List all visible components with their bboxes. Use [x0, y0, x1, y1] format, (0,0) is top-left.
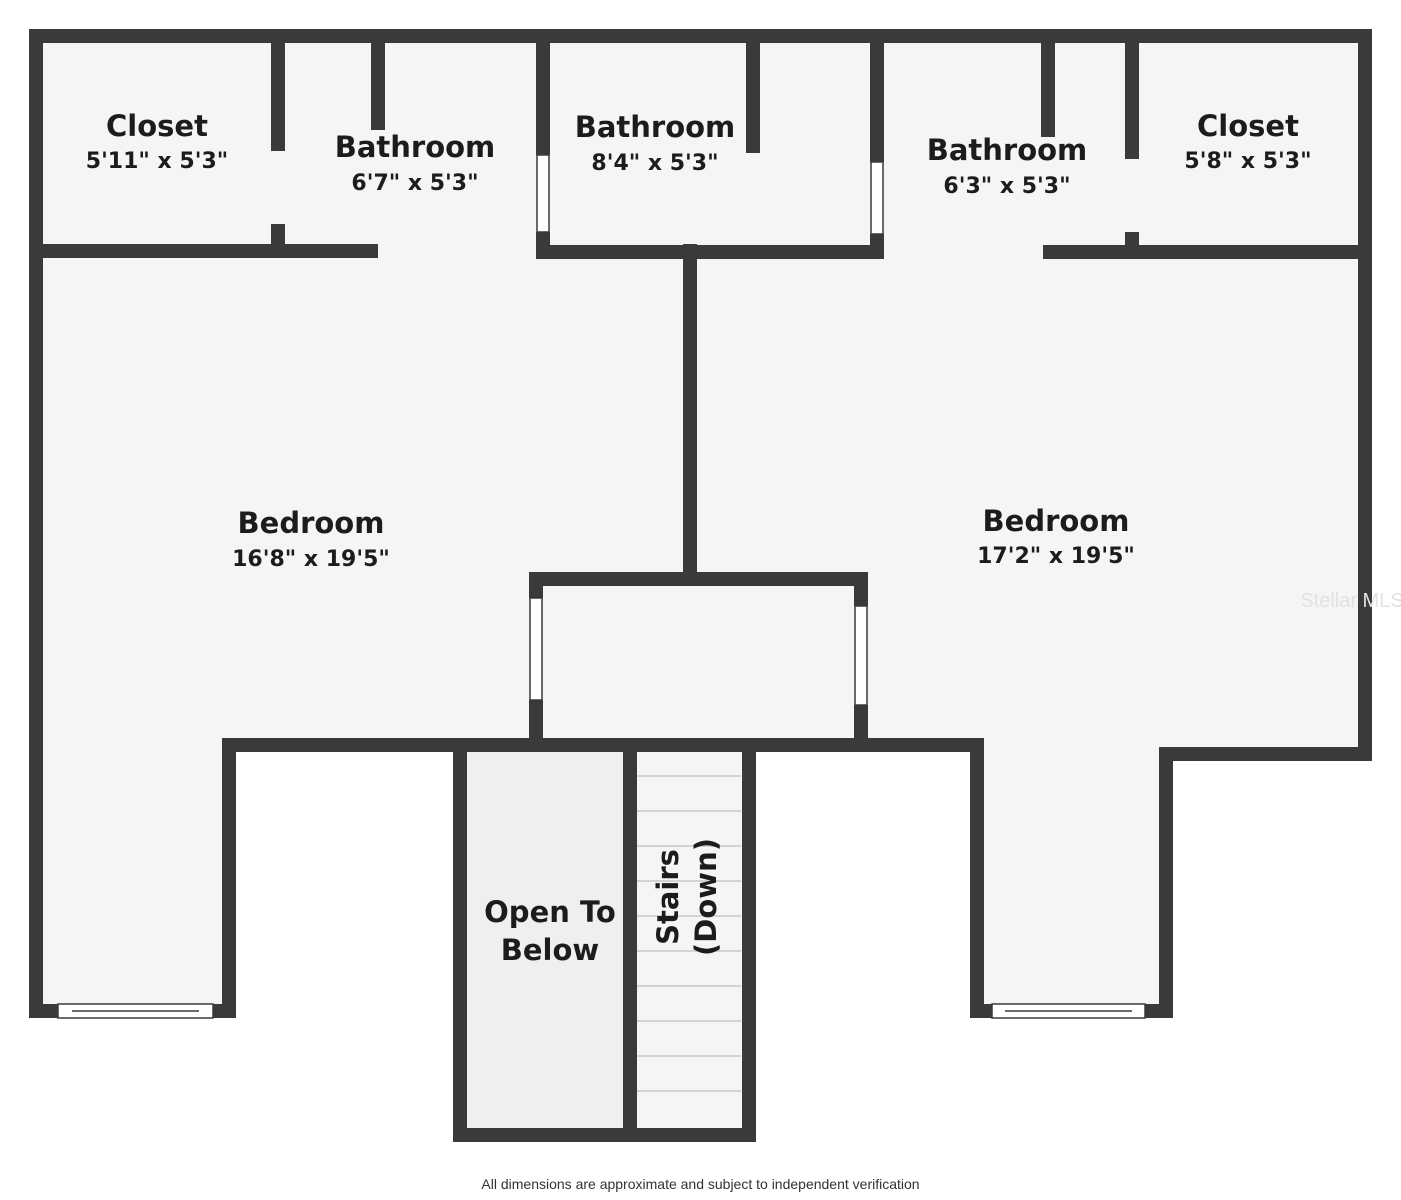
closet-right-dims: 5'8" x 5'3" — [1184, 149, 1311, 174]
open-to-below-line1: Open To — [484, 895, 616, 929]
bath-left-name: Bathroom — [335, 130, 496, 164]
bedroom-right-dims: 17'2" x 19'5" — [977, 544, 1135, 569]
open-to-below-line2: Below — [501, 933, 599, 967]
window-hall-right — [854, 605, 868, 706]
stairs-label: Stairs (Down) — [651, 838, 723, 956]
bath-mid-dims: 8'4" x 5'3" — [591, 151, 718, 176]
closet-left-dims: 5'11" x 5'3" — [86, 149, 228, 174]
bath-right-name: Bathroom — [927, 133, 1088, 167]
watermark: Stellar MLS — [1300, 590, 1401, 612]
stairs-line2: (Down) — [689, 838, 723, 956]
bedroom-left-name: Bedroom — [238, 506, 385, 540]
bedroom-left-dims: 16'8" x 19'5" — [232, 547, 390, 572]
floor-plan: Closet 5'11" x 5'3" Bathroom 6'7" x 5'3"… — [29, 29, 1401, 1142]
window-bath-mid-left — [536, 154, 550, 233]
bath-mid-name: Bathroom — [575, 110, 736, 144]
floor-area — [36, 36, 1365, 1135]
windows — [57, 154, 1146, 1019]
walls — [29, 29, 1372, 1142]
bath-left-dims: 6'7" x 5'3" — [351, 171, 478, 196]
stair-treads — [637, 775, 741, 1092]
bedroom-right-name: Bedroom — [983, 504, 1130, 538]
window-hall-left — [529, 597, 543, 701]
window-bath-mid-right — [870, 161, 884, 235]
closet-right-name: Closet — [1197, 109, 1299, 143]
disclaimer: All dimensions are approximate and subje… — [481, 1176, 920, 1192]
bath-right-dims: 6'3" x 5'3" — [943, 174, 1070, 199]
closet-left-name: Closet — [106, 109, 208, 143]
stairs-line1: Stairs — [651, 849, 685, 945]
